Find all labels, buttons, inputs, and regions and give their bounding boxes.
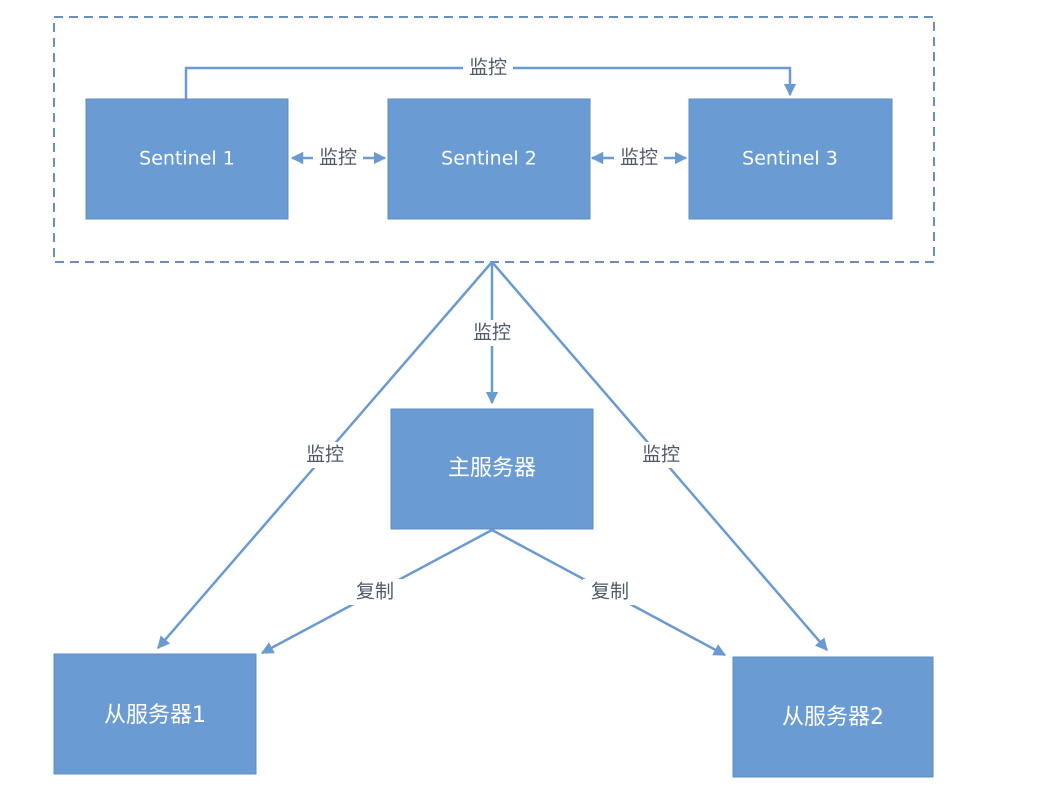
node-label-sentinel-2: Sentinel 2: [441, 148, 537, 170]
node-sentinel-2: Sentinel 2: [387, 98, 591, 220]
node-slave-server-1: 从服务器1: [53, 653, 257, 775]
edge-s1-s2: 监控: [290, 146, 387, 170]
node-slave-server-2: 从服务器2: [732, 656, 934, 778]
edge-label-master-to-slave-1: 复制: [356, 581, 394, 603]
node-label-sentinel-1: Sentinel 1: [139, 148, 235, 170]
edge-label-sentinels-to-slave-2: 监控: [642, 444, 680, 466]
node-label-master-server: 主服务器: [448, 456, 536, 481]
edge-s2-s3: 监控: [590, 146, 688, 170]
edge-label-s2-s3: 监控: [620, 147, 658, 169]
edge-label-s1-s2: 监控: [319, 147, 357, 169]
node-master-server: 主服务器: [390, 408, 594, 530]
node-sentinel-3: Sentinel 3: [688, 98, 893, 220]
edge-master-to-slave-2: 复制: [491, 528, 727, 657]
node-label-slave-server-1: 从服务器1: [104, 703, 206, 728]
edge-master-to-slave-1: 复制: [260, 528, 493, 655]
edge-s1-to-s3: 监控: [184, 56, 797, 99]
node-label-sentinel-3: Sentinel 3: [742, 148, 838, 170]
node-sentinel-1: Sentinel 1: [85, 98, 289, 220]
sentinel-cluster-boundary: [53, 16, 935, 263]
edge-label-sentinels-to-master: 监控: [473, 322, 511, 344]
edge-label-s1-to-s3: 监控: [469, 57, 507, 79]
edge-label-sentinels-to-slave-1: 监控: [306, 444, 344, 466]
edge-label-master-to-slave-2: 复制: [591, 581, 629, 603]
edge-sentinels-to-slave-1: 监控: [157, 261, 493, 649]
node-label-slave-server-2: 从服务器2: [782, 705, 884, 730]
edge-sentinels-to-master: 监控: [467, 262, 517, 405]
edge-sentinels-to-slave-2: 监控: [491, 261, 828, 651]
